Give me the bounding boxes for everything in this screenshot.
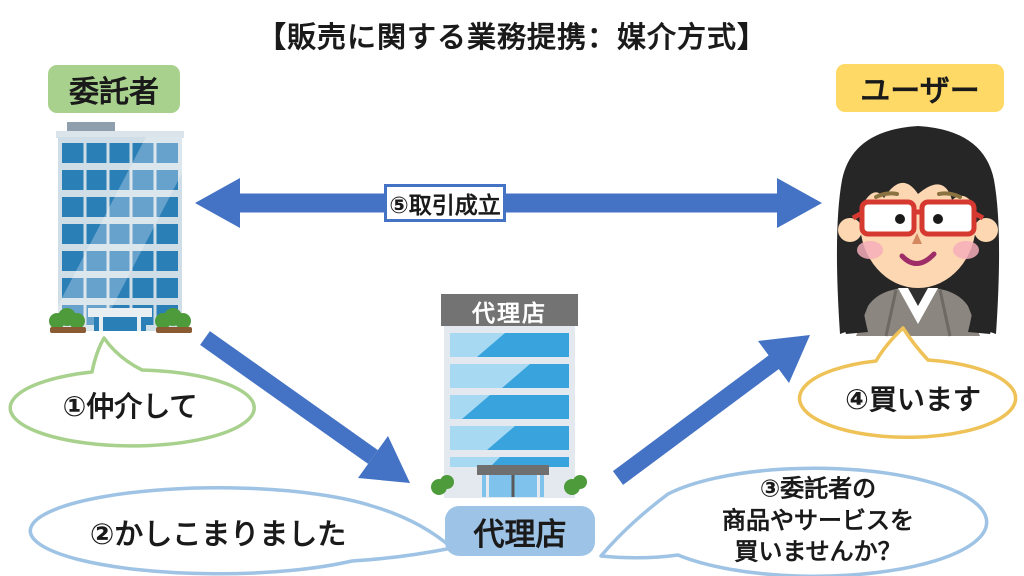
user-person-illustration [836, 126, 1000, 337]
speech-bubble-2-text: ②かしこまりました [89, 517, 347, 551]
diagram-title: 【販売に関する業務提携：媒介方式】 [256, 20, 767, 54]
arrow-consignor-to-agency [200, 331, 410, 483]
deal-double-arrow [195, 178, 822, 228]
speech-bubble-4-outline [797, 326, 1018, 440]
speech-bubble-1-outline [8, 336, 256, 448]
speech-bubble-4-text: ④買います [845, 383, 981, 416]
speech-bubble-3-line2: 商品やサービスを [722, 506, 914, 535]
speech-bubble-3-outline [599, 466, 989, 576]
agency-label-tag: 代理店 [445, 506, 595, 556]
consignor-label-tag: 委託者 [48, 65, 180, 113]
speech-bubble-1-text: ①仲介して [62, 390, 198, 423]
agency-building-sign: 代理店 [472, 301, 547, 327]
speech-bubble-2-outline [28, 486, 454, 576]
speech-bubble-3-line3: 買いませんか？ [734, 537, 902, 566]
deal-arrow-label: ⑤取引成立 [384, 184, 506, 222]
user-label-tag: ユーザー [836, 64, 1004, 112]
speech-bubble-3-text: ③委託者の 商品やサービスを 買いませんか？ [722, 473, 914, 568]
red-glasses [851, 199, 985, 237]
agency-building-illustration [431, 294, 587, 498]
speech-bubble-3-line1: ③委託者の [759, 474, 877, 503]
consignor-building-illustration [49, 122, 192, 333]
arrow-agency-to-user [612, 335, 810, 485]
